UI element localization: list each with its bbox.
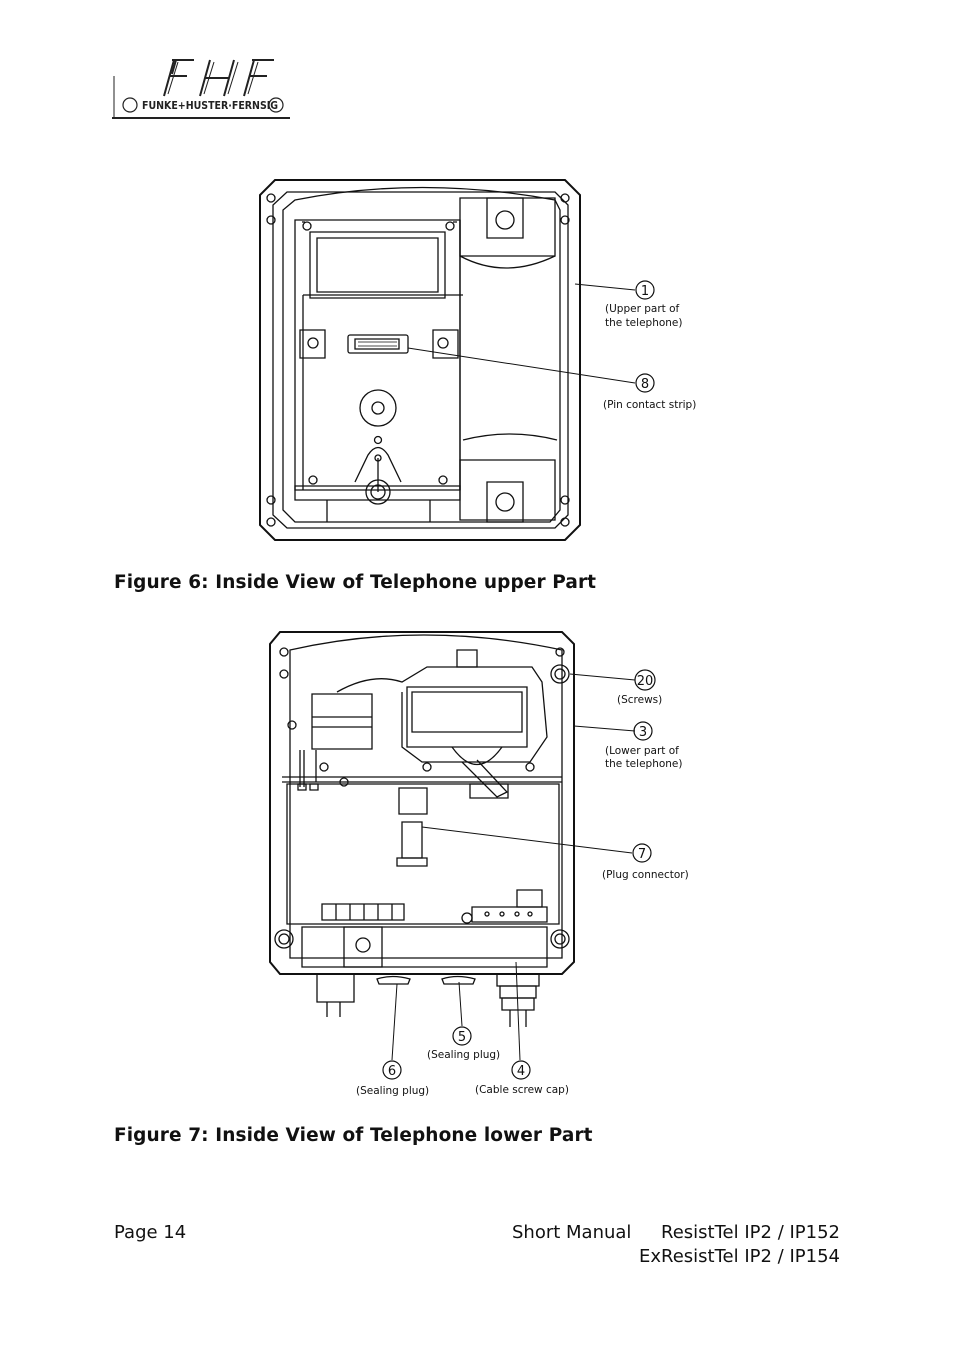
callout-3-label-line1: (Lower part of xyxy=(605,745,679,757)
callout-20-number: 20 xyxy=(637,674,654,689)
callout-3-label-line2: the telephone) xyxy=(605,758,682,770)
figure-7-caption: Figure 7: Inside View of Telephone lower… xyxy=(114,1125,593,1146)
callout-8-number: 8 xyxy=(641,377,649,392)
figure-7-drawing: 20 (Screws) 3 (Lower part of the telepho… xyxy=(262,622,702,1104)
figure-6-caption: Figure 6: Inside View of Telephone upper… xyxy=(114,572,597,593)
callout-3-number: 3 xyxy=(639,725,647,740)
callout-7-label: (Plug connector) xyxy=(602,869,689,881)
product-name-2: ExResistTel IP2 / IP154 xyxy=(639,1246,840,1267)
callout-1-number: 1 xyxy=(641,284,649,299)
logo-text: FUNKE+HUSTER·FERNSIG xyxy=(142,100,278,112)
manual-type: Short Manual xyxy=(512,1222,632,1243)
logo-graphic: FUNKE+HUSTER·FERNSIG xyxy=(112,56,292,122)
product-name-1: ResistTel IP2 / IP152 xyxy=(661,1222,840,1243)
callout-8-label: (Pin contact strip) xyxy=(603,399,696,411)
figure-6-drawing: 1 (Upper part of the telephone) 8 (Pin c… xyxy=(255,170,715,550)
callout-5-label: (Sealing plug) xyxy=(427,1049,500,1061)
callout-6-number: 6 xyxy=(388,1064,396,1079)
callout-6-label: (Sealing plug) xyxy=(356,1085,429,1097)
callout-1-label-line1: (Upper part of xyxy=(605,303,680,315)
callout-20-label: (Screws) xyxy=(617,694,662,706)
callout-7-number: 7 xyxy=(638,847,646,862)
callout-4-number: 4 xyxy=(517,1064,525,1079)
company-logo: FUNKE+HUSTER·FERNSIG xyxy=(112,56,292,122)
callout-5-number: 5 xyxy=(458,1030,466,1045)
page-number: Page 14 xyxy=(114,1222,187,1243)
callout-1-label-line2: the telephone) xyxy=(605,317,682,329)
callout-4-label: (Cable screw cap) xyxy=(475,1084,569,1096)
